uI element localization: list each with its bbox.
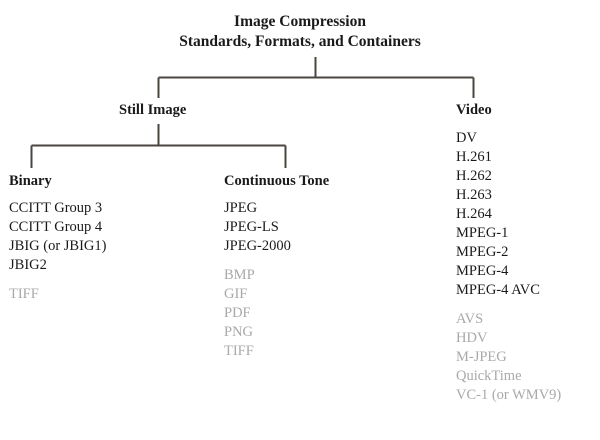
- list-item: H.261: [456, 149, 492, 165]
- list-item: BMP: [224, 267, 255, 283]
- page-title: Image Compression Standards, Formats, an…: [0, 12, 600, 52]
- list-item: MPEG-2: [456, 244, 509, 260]
- column-video: DV H.261 H.262 H.263 H.264 MPEG-1 MPEG-2…: [456, 129, 561, 405]
- binary-primary-list: CCITT Group 3 CCITT Group 4 JBIG (or JBI…: [9, 199, 106, 275]
- continuous-tone-primary-list: JPEG JPEG-LS JPEG-2000: [224, 199, 329, 256]
- list-item: AVS: [456, 311, 484, 327]
- column-heading-binary: Binary: [9, 173, 52, 189]
- list-item: JPEG: [224, 200, 258, 216]
- list-item: H.263: [456, 187, 492, 203]
- binary-muted-list: TIFF: [9, 285, 106, 304]
- video-primary-list: DV H.261 H.262 H.263 H.264 MPEG-1 MPEG-2…: [456, 129, 561, 300]
- branch-label-video: Video: [456, 102, 492, 118]
- list-item: PDF: [224, 305, 251, 321]
- list-item: QuickTime: [456, 368, 522, 384]
- list-item: H.262: [456, 168, 492, 184]
- list-item: MPEG-4: [456, 263, 509, 279]
- page-title-line-1: Image Compression: [234, 13, 366, 30]
- list-item: HDV: [456, 330, 488, 346]
- list-item: PNG: [224, 324, 254, 340]
- branch-label-still-image: Still Image: [119, 102, 187, 118]
- list-item: TIFF: [224, 343, 254, 359]
- column-continuous-tone: Continuous Tone JPEG JPEG-LS JPEG-2000 B…: [224, 172, 329, 361]
- list-item: MPEG-1: [456, 225, 509, 241]
- list-item: CCITT Group 4: [9, 219, 103, 235]
- continuous-tone-muted-list: BMP GIF PDF PNG TIFF: [224, 266, 329, 361]
- list-item: JPEG-2000: [224, 238, 291, 254]
- page-title-line-2: Standards, Formats, and Containers: [179, 33, 421, 50]
- list-item: H.264: [456, 206, 492, 222]
- video-muted-list: AVS HDV M-JPEG QuickTime VC-1 (or WMV9): [456, 310, 561, 405]
- list-item: JPEG-LS: [224, 219, 279, 235]
- list-item: DV: [456, 130, 477, 146]
- list-item: JBIG (or JBIG1): [9, 238, 107, 254]
- list-item: TIFF: [9, 286, 39, 302]
- list-item: MPEG-4 AVC: [456, 282, 540, 298]
- list-item: CCITT Group 3: [9, 200, 103, 216]
- list-item: JBIG2: [9, 257, 47, 273]
- list-item: VC-1 (or WMV9): [456, 387, 562, 403]
- column-heading-continuous-tone: Continuous Tone: [224, 173, 330, 189]
- column-binary: Binary CCITT Group 3 CCITT Group 4 JBIG …: [9, 172, 106, 304]
- list-item: M-JPEG: [456, 349, 507, 365]
- list-item: GIF: [224, 286, 248, 302]
